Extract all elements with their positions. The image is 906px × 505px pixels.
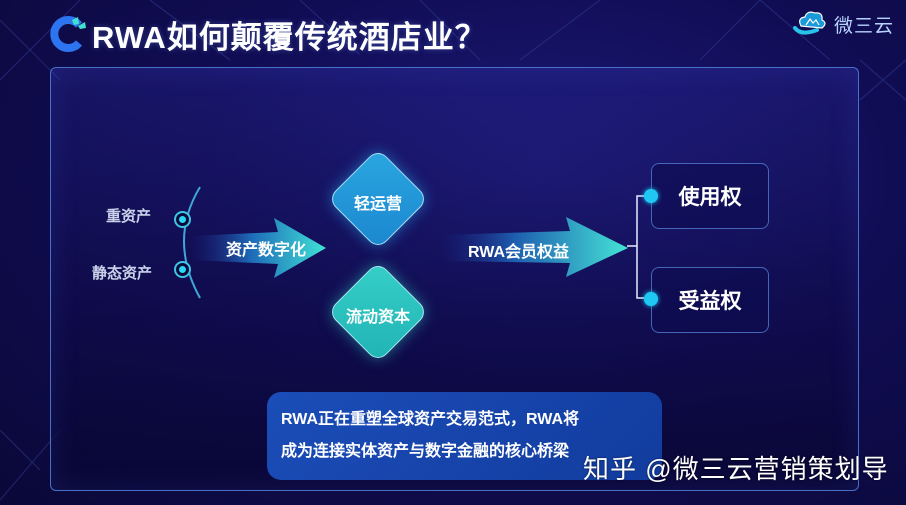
arrow-rwa-membership — [440, 217, 628, 277]
input-node-dot — [174, 211, 191, 228]
c-logo-icon — [48, 14, 88, 54]
summary-line-2: 成为连接实体资产与数字金融的核心桥梁 — [281, 443, 570, 460]
output-label-usage-rights: 使用权 — [678, 186, 742, 209]
output-label-benefit-rights: 受益权 — [678, 290, 742, 313]
output-node-dot — [644, 292, 658, 306]
header: RWA如何颠覆传统酒店业？ — [48, 12, 487, 56]
input-label-static-assets: 静态资产 — [92, 265, 153, 282]
brand-logo: 微三云 — [791, 8, 894, 41]
input-node-dot — [174, 261, 191, 278]
node-label-light-operation: 轻运营 — [353, 196, 402, 213]
output-benefit-rights: 受益权 — [651, 267, 769, 333]
arrow-digitization — [190, 218, 326, 278]
summary-box: RWA正在重塑全球资产交易范式，RWA将 成为连接实体资产与数字金融的核心桥梁 — [267, 392, 662, 480]
page-title: RWA如何颠覆传统酒店业？ — [92, 19, 487, 55]
arrow-label-rwa-membership: RWA会员权益 — [468, 244, 570, 261]
input-label-heavy-assets: 重资产 — [106, 208, 152, 225]
arrow-label-digitization: 资产数字化 — [226, 242, 307, 259]
output-node-dot — [644, 189, 658, 203]
cloud-logo-icon — [791, 8, 831, 41]
node-label-liquid-capital: 流动资本 — [345, 309, 410, 326]
watermark: 知乎 @微三云营销策划导 — [583, 454, 889, 484]
brand-name: 微三云 — [833, 16, 894, 37]
output-usage-rights: 使用权 — [651, 163, 769, 229]
input-connector-curve — [183, 186, 201, 299]
summary-line-1: RWA正在重塑全球资产交易范式，RWA将 — [281, 411, 580, 428]
